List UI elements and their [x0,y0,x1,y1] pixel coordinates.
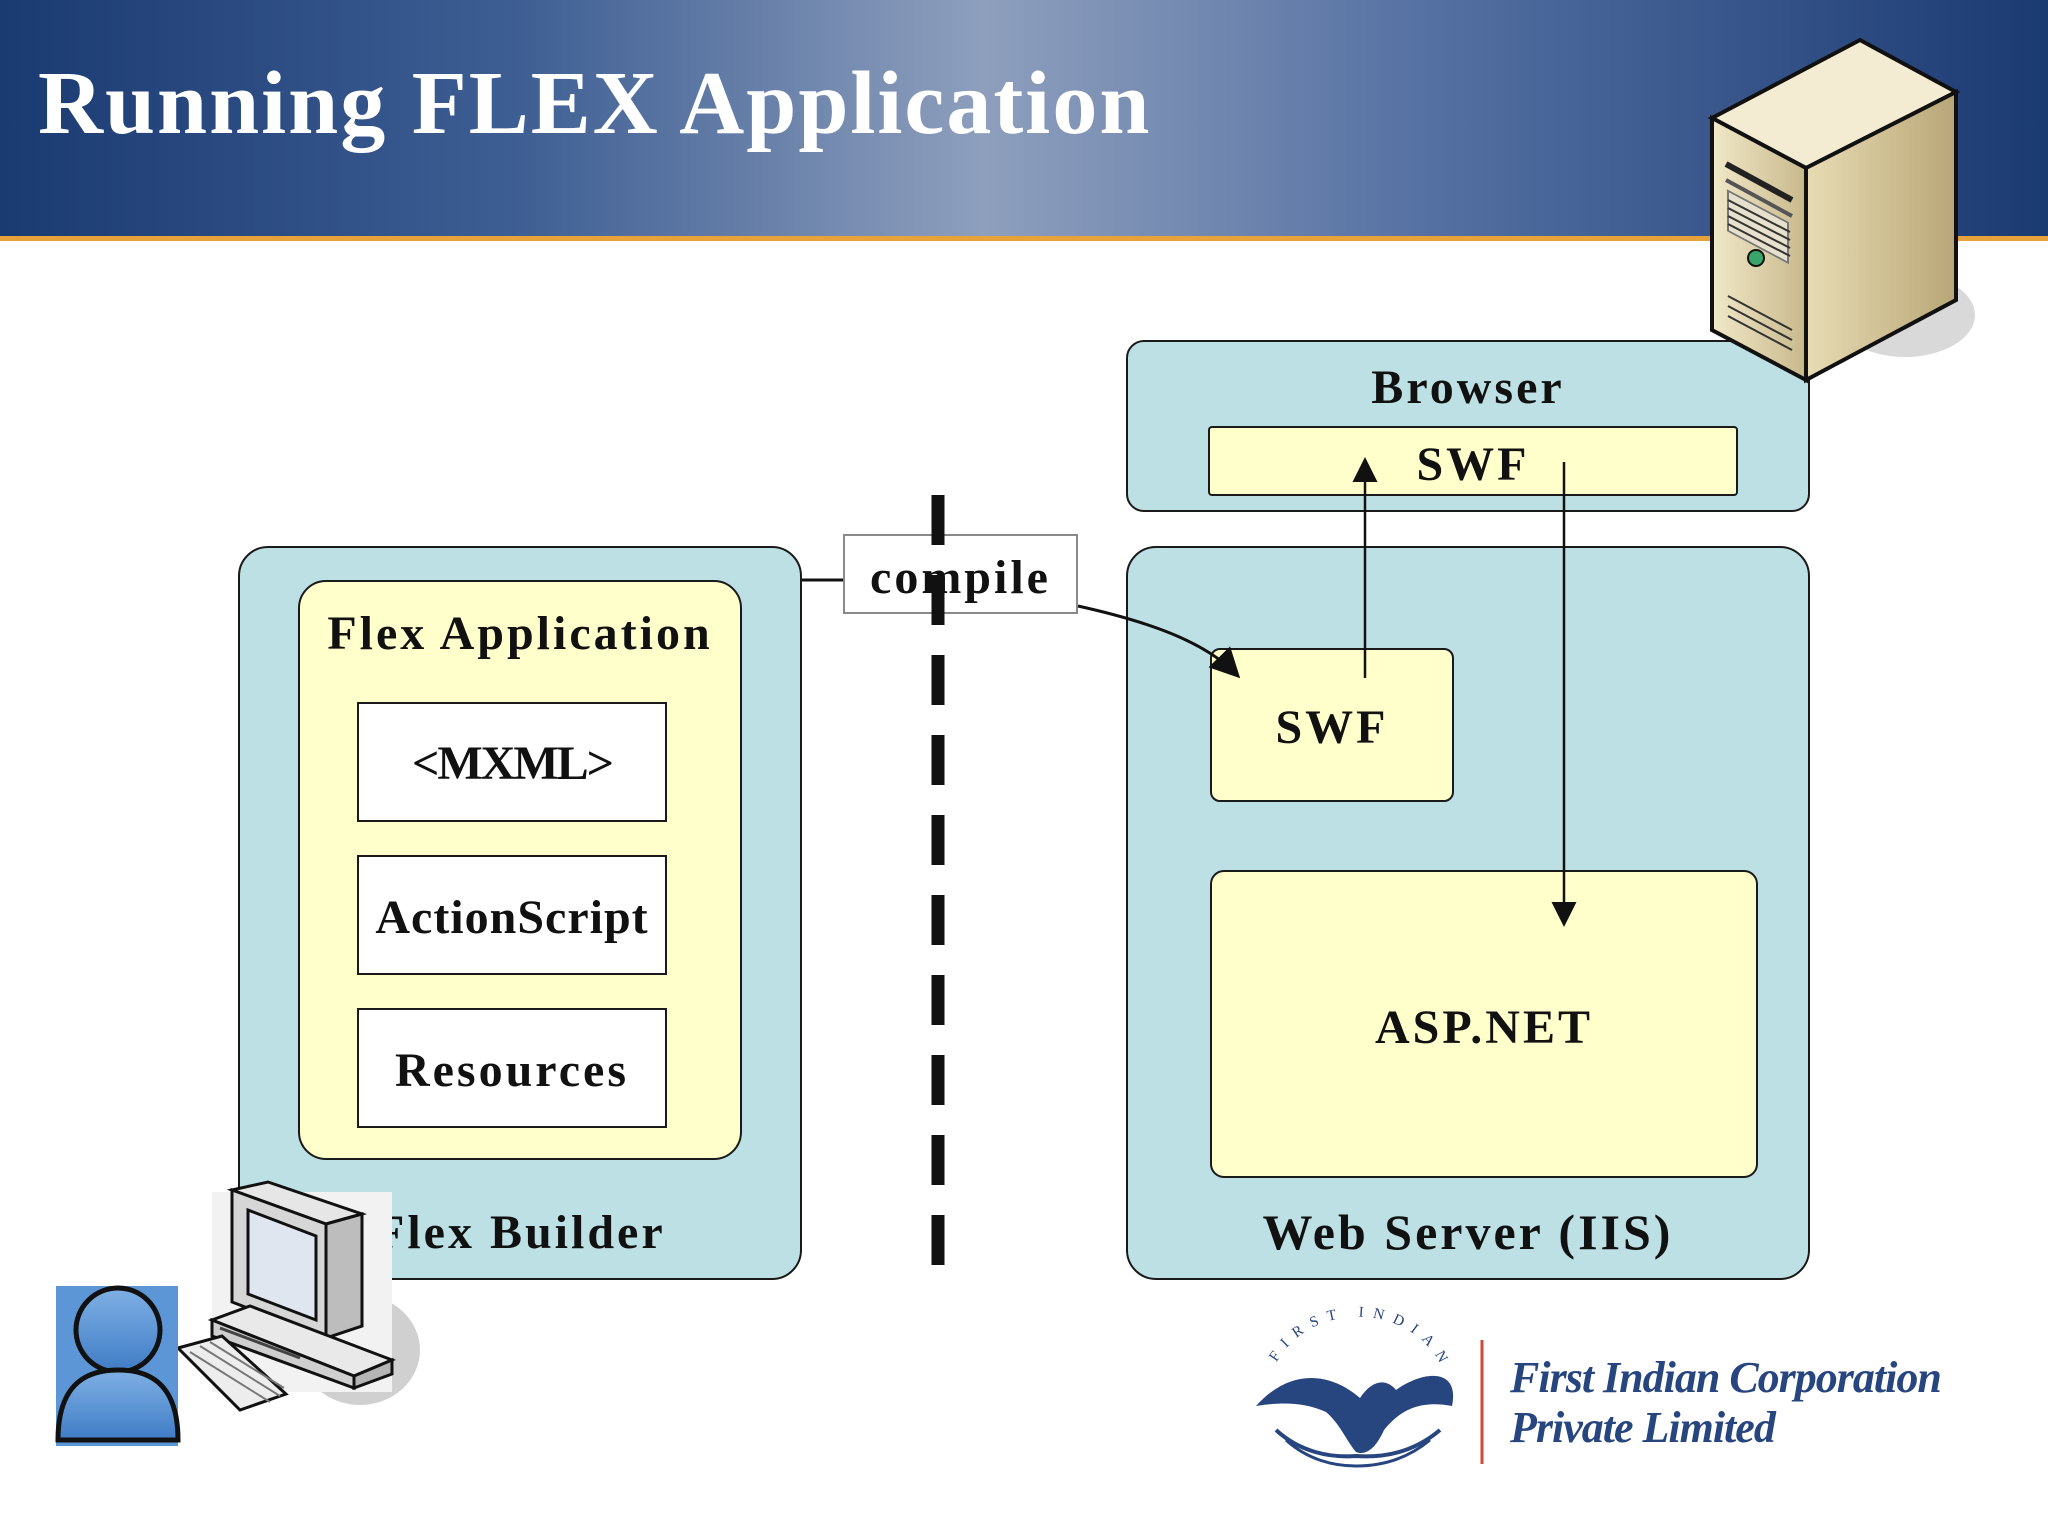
logo-arc-text: FIRST INDIAN [1266,1305,1445,1374]
svg-text:FIRST INDIAN: FIRST INDIAN [1266,1305,1454,1374]
web-server-label: Web Server (IIS) [1262,1204,1674,1260]
aspnet-box [1210,870,1758,1178]
server-swf-label: SWF [1275,701,1389,754]
slide-title: Running FLEX Application [38,54,1152,153]
header-rule [0,236,2048,241]
server-tower-icon [1707,37,1975,384]
compile-arrow [1077,604,1241,679]
mxml-box [357,702,667,822]
browser-label: Browser [1371,361,1565,414]
compile-label: compile [870,551,1051,604]
server-swf-box [1210,648,1454,802]
mxml-label: <MXML> [412,737,614,790]
resources-box [357,1008,667,1128]
flex-application-label: Flex Application [327,607,713,660]
user-person-icon [55,1285,181,1446]
desktop-computer-icon [175,1180,420,1412]
browser-swf-box [1208,426,1738,496]
logo-company-line1: First Indian Corporation [1510,1353,1942,1402]
resources-label: Resources [394,1044,630,1097]
logo-company-line2: Private Limited [1510,1403,1776,1452]
actionscript-box [357,855,667,975]
header-bar [0,0,2048,236]
flex-builder-label: Flex Builder [375,1206,666,1259]
aspnet-label: ASP.NET [1375,1001,1593,1054]
compile-box: compile [843,534,1078,614]
actionscript-label: ActionScript [375,891,649,944]
browser-swf-label: SWF [1416,438,1530,491]
eagle-emblem-icon: FIRST INDIAN [1256,1305,1484,1468]
